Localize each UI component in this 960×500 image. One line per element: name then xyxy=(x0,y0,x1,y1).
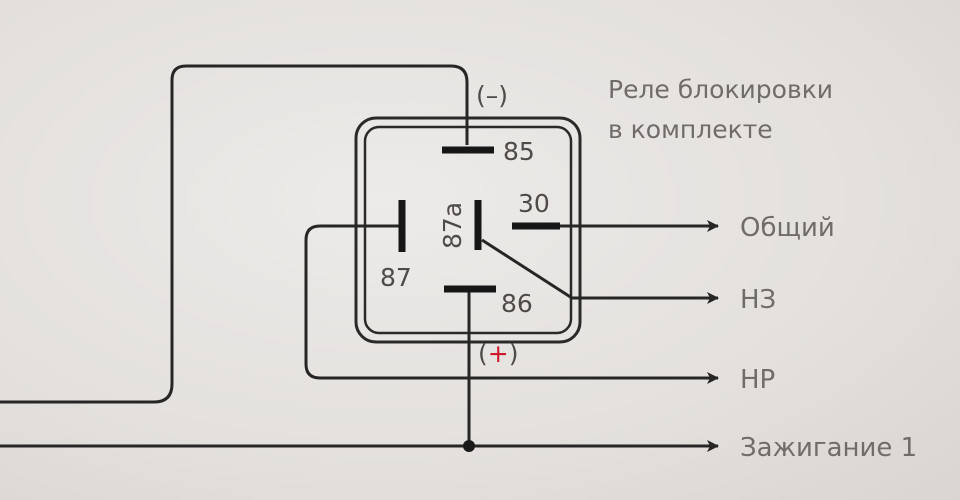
relay-title-line1: Реле блокировки xyxy=(608,75,833,104)
output-label-common: Общий xyxy=(740,213,835,243)
polarity-plus-sign: + xyxy=(488,339,509,368)
pin-label-30: 30 xyxy=(518,189,550,218)
wire-pin87-no xyxy=(304,224,719,384)
wire-pin85-ground xyxy=(0,64,469,404)
pin-label-87a: 87a xyxy=(438,202,467,249)
pin-label-85: 85 xyxy=(503,137,535,166)
pin-label-86: 86 xyxy=(501,289,533,318)
output-label-ignition: Зажигание 1 xyxy=(740,433,917,463)
output-label-nc: НЗ xyxy=(740,285,776,315)
polarity-minus: (–) xyxy=(476,81,508,110)
polarity-plus-close: ) xyxy=(509,339,519,368)
junction-dot xyxy=(463,440,475,452)
relay-title-line2: в комплекте xyxy=(608,115,773,144)
pin-label-87: 87 xyxy=(380,263,412,292)
polarity-plus-group: (+) xyxy=(478,339,518,368)
polarity-plus-open: ( xyxy=(478,339,488,368)
output-label-no: НР xyxy=(740,365,775,395)
wire-pin87a-nc xyxy=(481,238,719,304)
